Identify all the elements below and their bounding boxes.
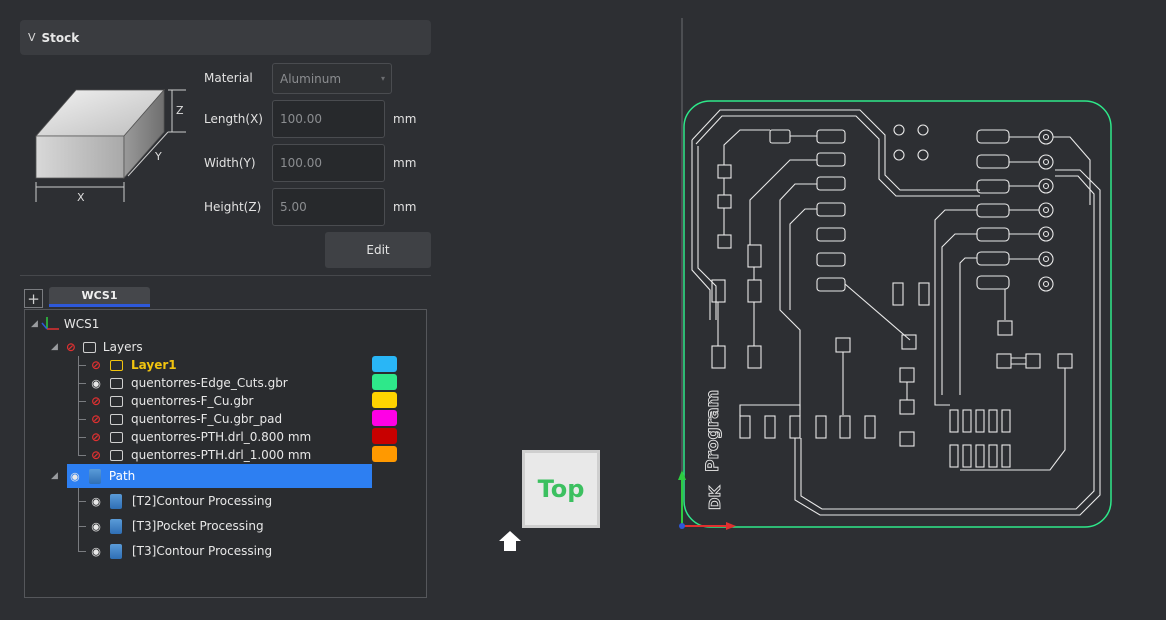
board-logo-text: DK [706, 485, 724, 510]
layer-image-icon [110, 359, 123, 371]
stock-block-illustration: X Y Z [35, 88, 186, 204]
pcb-traces [691, 109, 1101, 516]
layers-label: Layers [102, 340, 143, 354]
height-input[interactable]: 5.00 [272, 188, 385, 226]
layer-name: Layer1 [131, 358, 177, 372]
layer-color-swatch[interactable] [372, 392, 397, 408]
layer-row[interactable]: ⊘ quentorres-F_Cu.gbr [89, 392, 254, 410]
layer-color-swatch[interactable] [372, 356, 397, 372]
layer-name: quentorres-Edge_Cuts.gbr [131, 376, 288, 390]
visibility-on-icon[interactable]: ◉ [91, 494, 101, 508]
visibility-on-icon[interactable]: ◉ [70, 469, 80, 483]
visibility-on-icon[interactable]: ◉ [91, 376, 101, 390]
view-cube-top[interactable]: Top [522, 450, 600, 528]
visibility-off-icon[interactable]: ⊘ [90, 430, 102, 444]
stock-section-header[interactable]: V Stock [20, 20, 431, 55]
board-outline [683, 100, 1112, 528]
path-file-icon [110, 493, 122, 509]
layer-color-swatch[interactable] [372, 446, 397, 462]
path-item-name: [T3]Pocket Processing [132, 519, 264, 533]
layer-image-icon [110, 377, 123, 389]
tree-group-path[interactable] [67, 464, 372, 488]
layer-color-swatch[interactable] [372, 428, 397, 444]
layer-row[interactable]: ⊘ quentorres-PTH.drl_0.800 mm [89, 428, 311, 446]
material-select[interactable]: Aluminum ▾ [272, 63, 392, 94]
layer-row[interactable]: ⊘ Layer1 [89, 356, 177, 374]
board-silkscreen-text: Program [703, 390, 723, 472]
layer-row[interactable]: ◉ quentorres-Edge_Cuts.gbr [89, 374, 288, 392]
visibility-off-icon[interactable]: ⊘ [90, 394, 102, 408]
visibility-off-icon[interactable]: ⊘ [90, 358, 102, 372]
layer-row[interactable]: ⊘ quentorres-F_Cu.gbr_pad [89, 410, 282, 428]
layer-image-icon [110, 395, 123, 407]
width-unit: mm [393, 156, 417, 170]
stock-title: Stock [41, 30, 80, 45]
layer-row[interactable]: ⊘ quentorres-PTH.drl_1.000 mm [89, 446, 311, 464]
layer-name: quentorres-F_Cu.gbr [131, 394, 254, 408]
chevron-down-icon: V [28, 31, 36, 44]
path-file-icon [110, 518, 122, 534]
tree-connector [78, 488, 79, 552]
material-value: Aluminum [280, 71, 342, 86]
path-item-row[interactable]: ◉ [T2]Contour Processing [89, 492, 272, 510]
path-label: Path [108, 469, 136, 483]
axis-z-label: Z [176, 104, 184, 117]
layers-image-icon [82, 341, 96, 353]
path-item-row[interactable]: ◉ [T3]Pocket Processing [89, 517, 264, 535]
edit-button[interactable]: Edit [325, 232, 431, 268]
collapse-triangle-icon[interactable]: ◢ [51, 471, 58, 481]
path-item-name: [T2]Contour Processing [132, 494, 273, 508]
layer-color-swatch[interactable] [372, 374, 397, 390]
home-view-icon[interactable] [498, 529, 522, 553]
origin-marker [679, 523, 685, 529]
tree-root-label: WCS1 [63, 317, 100, 331]
visibility-on-icon[interactable]: ◉ [91, 519, 101, 533]
layer-image-icon [110, 449, 123, 461]
tree-group-path-content[interactable]: ◢ ◉ Path [51, 467, 135, 485]
collapse-triangle-icon[interactable]: ◢ [31, 319, 38, 329]
visibility-off-icon[interactable]: ⊘ [90, 448, 102, 462]
length-unit: mm [393, 112, 417, 126]
axis-x-label: X [77, 191, 85, 204]
material-label: Material [204, 71, 253, 85]
length-input[interactable]: 100.00 [272, 100, 385, 138]
tab-wcs1[interactable]: WCS1 [49, 287, 150, 307]
tree-root-wcs1[interactable]: ◢ WCS1 [31, 315, 99, 333]
visibility-off-icon[interactable]: ⊘ [90, 412, 102, 426]
pcb-viewport-canvas[interactable]: Program DK [660, 10, 1160, 540]
divider [20, 275, 431, 276]
axis-y-label: Y [154, 150, 162, 163]
coordinate-axes-icon [41, 317, 59, 330]
layer-color-swatch[interactable] [372, 410, 397, 426]
collapse-triangle-icon[interactable]: ◢ [51, 342, 58, 352]
add-wcs-button[interactable]: + [24, 289, 43, 308]
height-label: Height(Z) [204, 200, 262, 214]
chevron-down-icon: ▾ [380, 74, 385, 83]
path-item-row[interactable]: ◉ [T3]Contour Processing [89, 542, 272, 560]
width-label: Width(Y) [204, 156, 256, 170]
path-file-icon [110, 543, 122, 559]
layer-image-icon [110, 413, 123, 425]
height-unit: mm [393, 200, 417, 214]
tree-connector [78, 356, 79, 456]
layer-name: quentorres-PTH.drl_0.800 mm [131, 430, 312, 444]
visibility-on-icon[interactable]: ◉ [91, 544, 101, 558]
layer-name: quentorres-PTH.drl_1.000 mm [131, 448, 312, 462]
width-input[interactable]: 100.00 [272, 144, 385, 182]
tree-group-layers[interactable]: ◢ ⊘ Layers [51, 338, 143, 356]
length-label: Length(X) [204, 112, 263, 126]
wcs-tree-panel [24, 309, 427, 598]
layer-image-icon [110, 431, 123, 443]
path-item-name: [T3]Contour Processing [132, 544, 273, 558]
visibility-off-icon[interactable]: ⊘ [65, 340, 76, 354]
layer-name: quentorres-F_Cu.gbr_pad [131, 412, 283, 426]
path-file-icon [88, 468, 101, 484]
